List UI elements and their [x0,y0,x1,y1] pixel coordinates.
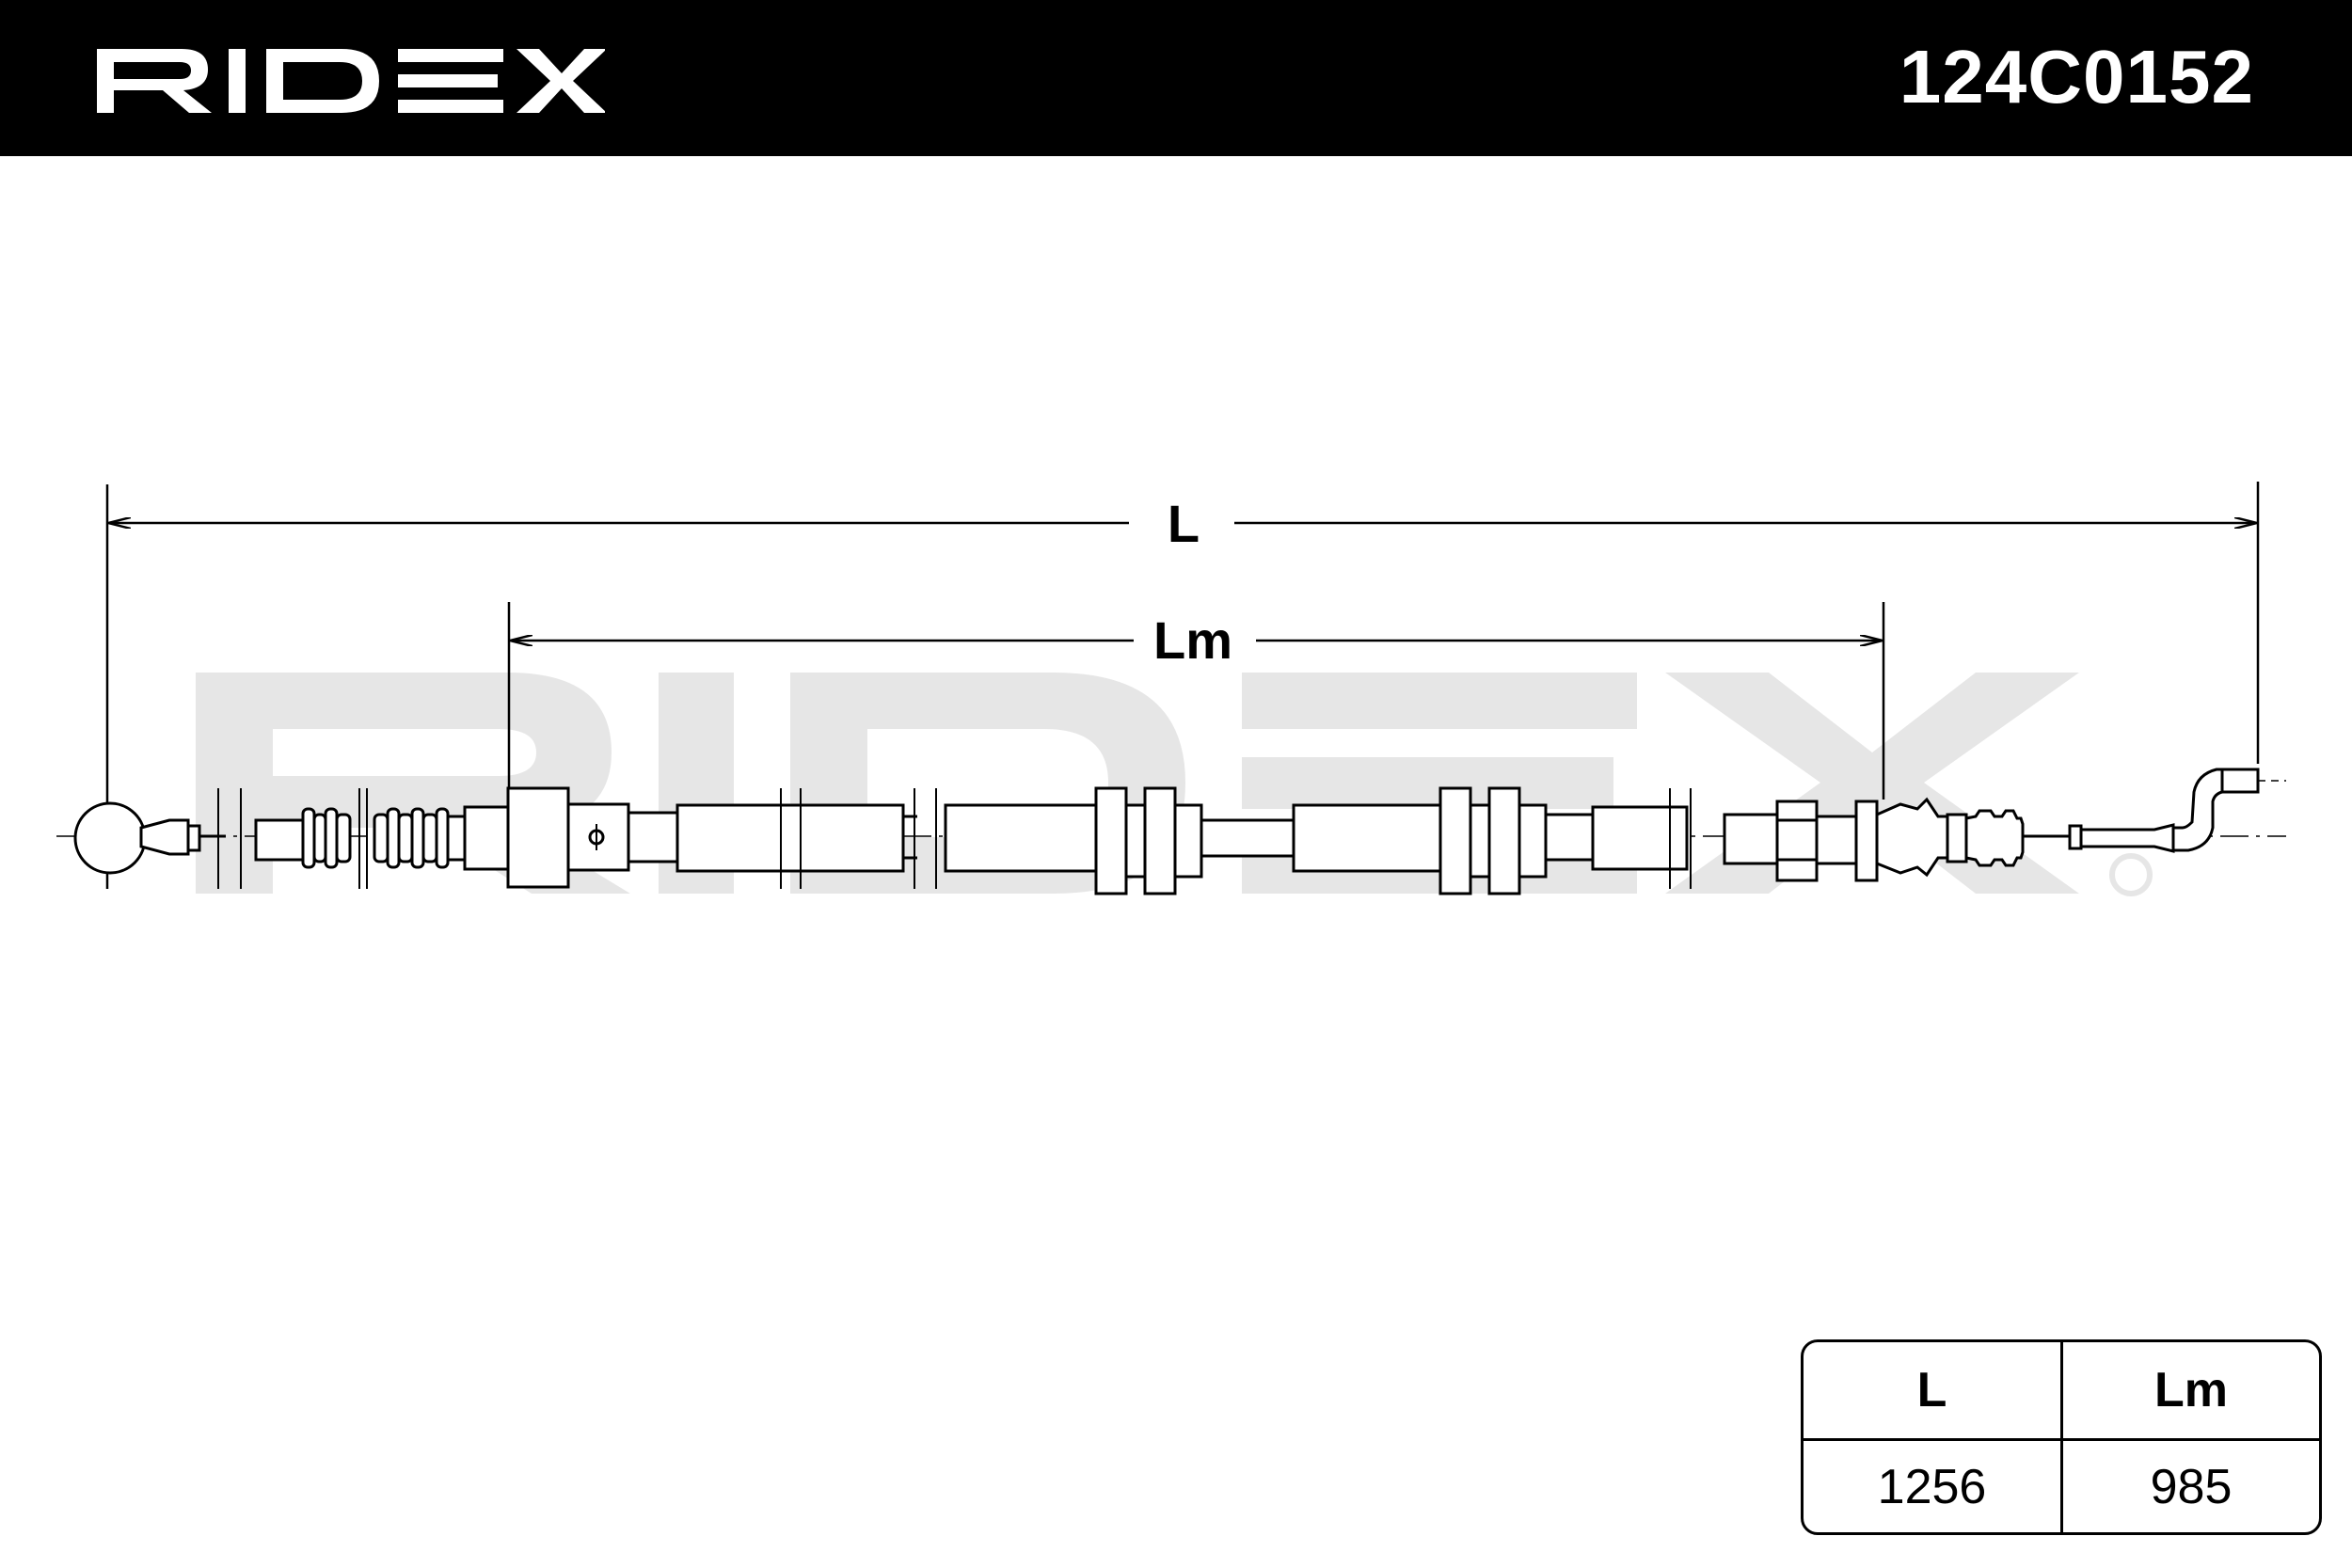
table-header-lm: Lm [2063,1342,2319,1441]
ridex-logo: ® [97,49,605,113]
rubber-boot-middle [373,807,450,869]
registered-mark: ® [590,101,600,113]
grommet-left [1094,786,1203,895]
part-number: 124C0152 [1899,35,2254,119]
adjuster-nut [1775,800,1858,882]
table-value-l: 1256 [1804,1441,2063,1532]
dimension-label-l: L [1168,494,1200,553]
ball-end [73,801,147,875]
retaining-clip [1854,797,1968,882]
table-header-l: L [1804,1342,2063,1441]
mounting-bracket [506,786,570,889]
dimension-lines [105,482,2260,889]
rubber-boot-left [301,807,352,869]
table-value-lm: 985 [2150,1459,2233,1514]
cable-drawing: L Lm [56,482,2286,896]
dimension-table: L Lm 1256 985 [1801,1339,2322,1535]
header-bar: ® 124C0152 [0,0,2352,156]
dimension-label-lm: Lm [1153,610,1232,670]
cable-assembly [73,768,2286,895]
grommet-right [1438,786,1548,895]
bent-end-rod [2171,768,2260,852]
